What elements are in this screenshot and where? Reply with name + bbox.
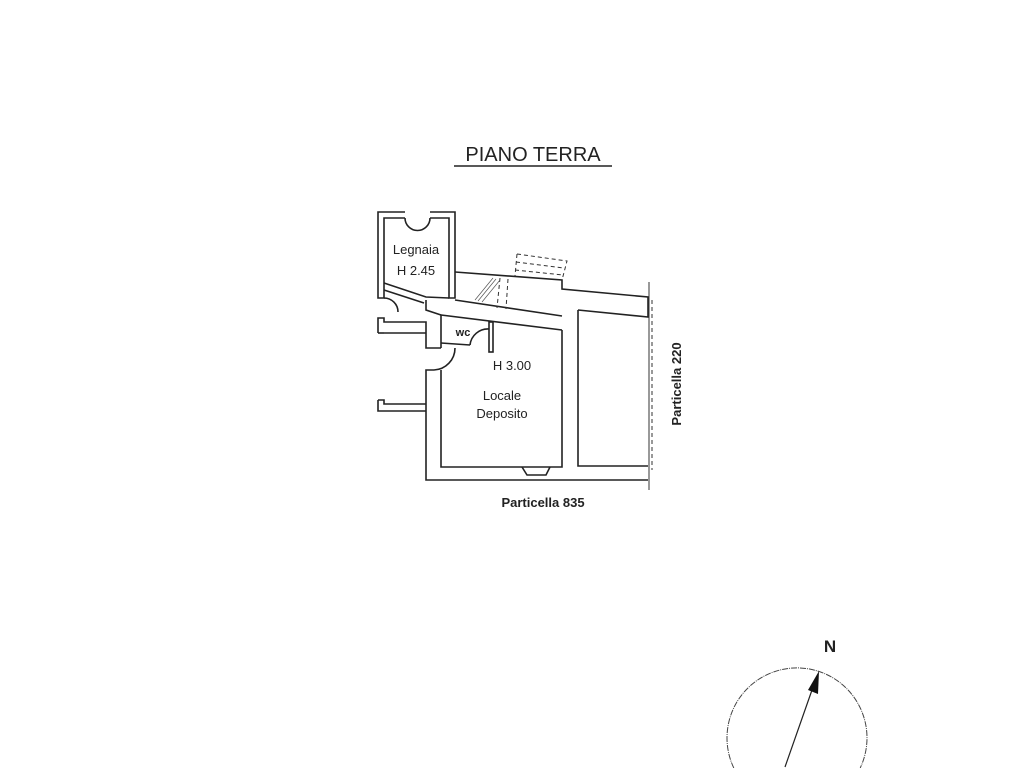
room-wc-name: wc [455,327,471,339]
stairs [474,253,568,310]
plan-title: PIANO TERRA [465,144,601,166]
room-legnaia-name: Legnaia [393,242,440,257]
north-arrow-icon [808,671,819,694]
compass-needle [784,689,813,768]
door-swing-deposito [433,347,456,371]
compass-north-label: N [824,637,836,656]
walls [377,211,653,490]
room-deposito-name-2: Deposito [476,406,527,421]
compass-circle [726,667,868,768]
window-deposito [521,466,551,476]
boundary-south-label: Particella 835 [501,495,584,510]
door-swing-legnaia [404,217,431,232]
door-swing-wc [469,328,490,346]
room-legnaia-height: H 2.45 [397,263,435,278]
door-swing-west [383,297,399,313]
boundary-east-label: Particella 220 [669,342,684,425]
compass: N [726,637,868,768]
room-deposito-height: H 3.00 [493,358,531,373]
room-deposito-name-1: Locale [483,388,521,403]
